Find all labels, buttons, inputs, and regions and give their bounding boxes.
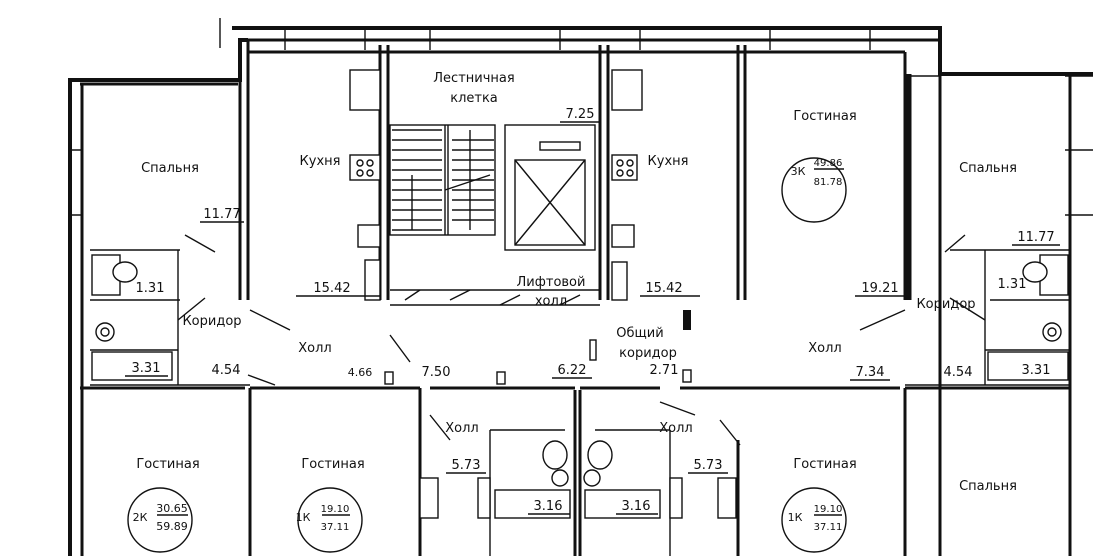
label-left-kitchen: Кухня: [300, 154, 341, 169]
area-center-left-hall: 5.73: [452, 458, 481, 473]
area-right-hall: 7.34: [856, 365, 885, 380]
area-right-bath: 3.31: [1022, 363, 1051, 378]
label-right-hall: Холл: [808, 341, 841, 356]
label-center-right-hall: Холл: [659, 421, 692, 436]
elevator: [504, 124, 596, 251]
interior-walls: [80, 45, 1070, 556]
label-right-kitchen: Кухня: [648, 154, 689, 169]
label-bottom-living-3: Гостиная: [793, 457, 856, 472]
label-left-bedroom: Спальня: [141, 161, 199, 176]
exterior-walls: [68, 18, 1093, 556]
label-right-corridor: Коридор: [916, 297, 975, 312]
apt-2k-living: 30.65: [156, 502, 188, 515]
area-left-hall: 4.66: [348, 366, 373, 379]
area-right-wc: 1.31: [998, 277, 1027, 292]
label-lift-hall-2: холл: [535, 294, 567, 309]
area-left-kitchen: 15.42: [313, 281, 350, 296]
label-center-left-hall: Холл: [445, 421, 478, 436]
label-bottom-bedroom: Спальня: [959, 479, 1017, 494]
area-center-right-bath: 3.16: [622, 499, 651, 514]
area-stair: 7.25: [566, 107, 595, 122]
apt-1k-right-living: 19.10: [814, 504, 843, 515]
area-right-corridor: 4.54: [944, 365, 973, 380]
area-left-wc: 1.31: [136, 281, 165, 296]
area-right-kitchen: 15.42: [645, 281, 682, 296]
apt-3k-type: 3К: [791, 165, 806, 178]
area-right-bedroom: 11.77: [1017, 230, 1054, 245]
room-labels: Лестничная клетка Лифтовой холл Общий ко…: [136, 71, 1017, 494]
label-common-corridor-1: Общий: [616, 326, 663, 341]
label-left-corridor: Коридор: [182, 314, 241, 329]
label-bottom-living-1: Гостиная: [136, 457, 199, 472]
apt-1k-left-living: 19.10: [321, 504, 350, 515]
area-labels: 11.77 11.77 7.25 1.31 1.31 15.42 15.42 1…: [125, 107, 1060, 515]
apt-2k-type: 2К: [133, 511, 148, 524]
label-right-living: Гостиная: [793, 109, 856, 124]
staircase: [389, 124, 496, 236]
area-left-bedroom: 11.77: [203, 207, 240, 222]
label-lift-hall-1: Лифтовой: [517, 275, 586, 290]
label-stair-2: клетка: [450, 91, 498, 106]
area-center-corridor: 6.22: [558, 363, 587, 378]
apt-1k-right-total: 37.11: [814, 522, 843, 533]
apt-3k-total: 81.78: [814, 177, 843, 188]
label-common-corridor-2: коридор: [619, 346, 677, 361]
label-bottom-living-2: Гостиная: [301, 457, 364, 472]
kitchen-fixtures: [349, 69, 643, 301]
label-right-bedroom: Спальня: [959, 161, 1017, 176]
doors: [177, 234, 986, 446]
area-center-left-bath: 3.16: [534, 499, 563, 514]
area-left-hall-2: 7.50: [422, 365, 451, 380]
apartment-summaries: 3К 49.86 81.78 2К 30.65 59.89 1К 19.10 3…: [133, 158, 844, 533]
apt-2k-total: 59.89: [156, 520, 188, 533]
apt-1k-right-type: 1К: [788, 511, 803, 524]
area-center-right-hall: 5.73: [694, 458, 723, 473]
area-left-corridor: 4.54: [212, 363, 241, 378]
area-right-top-living: 19.21: [861, 281, 898, 296]
apt-1k-left-type: 1К: [296, 511, 311, 524]
area-common-corridor: 2.71: [650, 363, 679, 378]
apartment-markers: [127, 157, 847, 553]
apt-1k-left-total: 37.11: [321, 522, 350, 533]
apt-3k-living: 49.86: [814, 158, 843, 169]
label-stair-1: Лестничная: [433, 71, 514, 86]
label-left-hall: Холл: [298, 341, 331, 356]
area-left-bath: 3.31: [132, 361, 161, 376]
